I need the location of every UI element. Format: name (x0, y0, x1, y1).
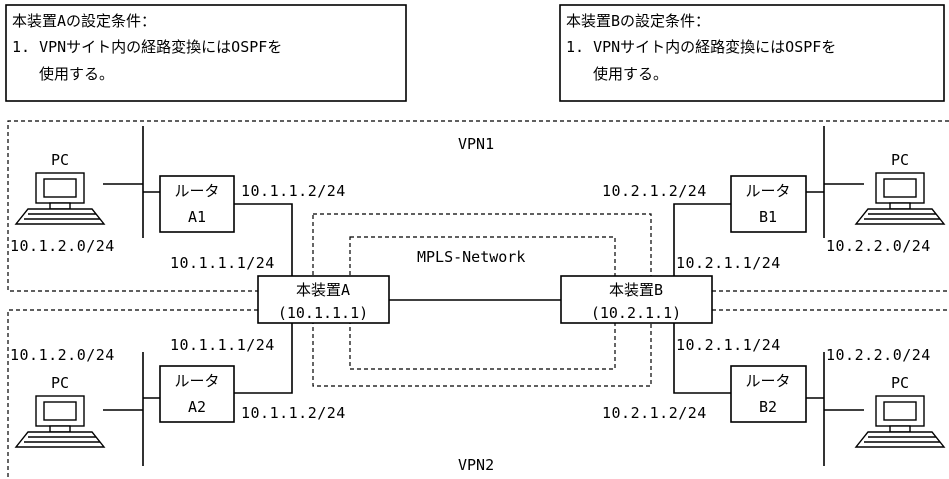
ip-b1-lan: 10.2.2.0/24 (826, 237, 931, 255)
device-a[interactable]: 本装置A (10.1.1.1) (257, 275, 390, 324)
router-a1-line1: ルータ (174, 182, 219, 200)
pc-icon: PC (854, 374, 946, 448)
device-a-name: 本装置A (296, 281, 350, 299)
router-b1-line1: ルータ (745, 182, 790, 200)
ip-b2-lan: 10.2.2.0/24 (826, 346, 931, 364)
note-device-b: 本装置Bの設定条件： 1. VPNサイト内の経路変換にはOSPFを 使用する。 (559, 4, 945, 102)
router-a2-line1: ルータ (174, 372, 219, 390)
note-a-line1: 本装置Aの設定条件： (12, 12, 156, 30)
note-b-line3: 使用する。 (593, 65, 668, 83)
router-b2-line2: B2 (759, 398, 777, 416)
vpn1-label: VPN1 (458, 135, 494, 153)
pc-icon: PC (14, 151, 106, 225)
ip-a2-lan: 10.1.2.0/24 (10, 346, 115, 364)
device-b-name: 本装置B (609, 281, 663, 299)
ip-b2-left: 10.2.1.2/24 (602, 404, 707, 422)
note-a-line2: 1. VPNサイト内の経路変換にはOSPFを (12, 38, 282, 56)
ip-a1-lan: 10.1.2.0/24 (10, 237, 115, 255)
router-b2-line1: ルータ (745, 372, 790, 390)
mpls-label: MPLS-Network (417, 248, 525, 266)
note-device-a: 本装置Aの設定条件： 1. VPNサイト内の経路変換にはOSPFを 使用する。 (5, 4, 407, 102)
ip-a1-down: 10.1.1.1/24 (170, 254, 275, 272)
router-b1-line2: B1 (759, 208, 777, 226)
router-a1-line2: A1 (188, 208, 206, 226)
ip-b1-left: 10.2.1.2/24 (602, 182, 707, 200)
router-a2-line2: A2 (188, 398, 206, 416)
device-b-ip: (10.2.1.1) (591, 304, 681, 322)
svg-text:PC: PC (51, 151, 69, 169)
vpn2-boundary (7, 309, 949, 479)
note-b-line1: 本装置Bの設定条件： (566, 12, 710, 30)
ip-a2-up: 10.1.1.1/24 (170, 336, 275, 354)
device-a-ip: (10.1.1.1) (278, 304, 368, 322)
ip-b2-up: 10.2.1.1/24 (676, 336, 781, 354)
svg-text:PC: PC (891, 374, 909, 392)
vpn2-label: VPN2 (458, 456, 494, 474)
router-a1[interactable]: ルータ A1 (159, 175, 235, 233)
note-b-line2: 1. VPNサイト内の経路変換にはOSPFを (566, 38, 836, 56)
note-a-line3: 使用する。 (39, 65, 114, 83)
router-b2[interactable]: ルータ B2 (730, 365, 807, 423)
svg-text:PC: PC (51, 374, 69, 392)
svg-text:PC: PC (891, 151, 909, 169)
pc-icon: PC (854, 151, 946, 225)
router-a2[interactable]: ルータ A2 (159, 365, 235, 423)
router-b1[interactable]: ルータ B1 (730, 175, 807, 233)
ip-a2-right: 10.1.1.2/24 (241, 404, 346, 422)
device-b[interactable]: 本装置B (10.2.1.1) (560, 275, 713, 324)
ip-b1-down: 10.2.1.1/24 (676, 254, 781, 272)
pc-icon: PC (14, 374, 106, 448)
ip-a1-right: 10.1.1.2/24 (241, 182, 346, 200)
vpn1-boundary (7, 120, 949, 292)
